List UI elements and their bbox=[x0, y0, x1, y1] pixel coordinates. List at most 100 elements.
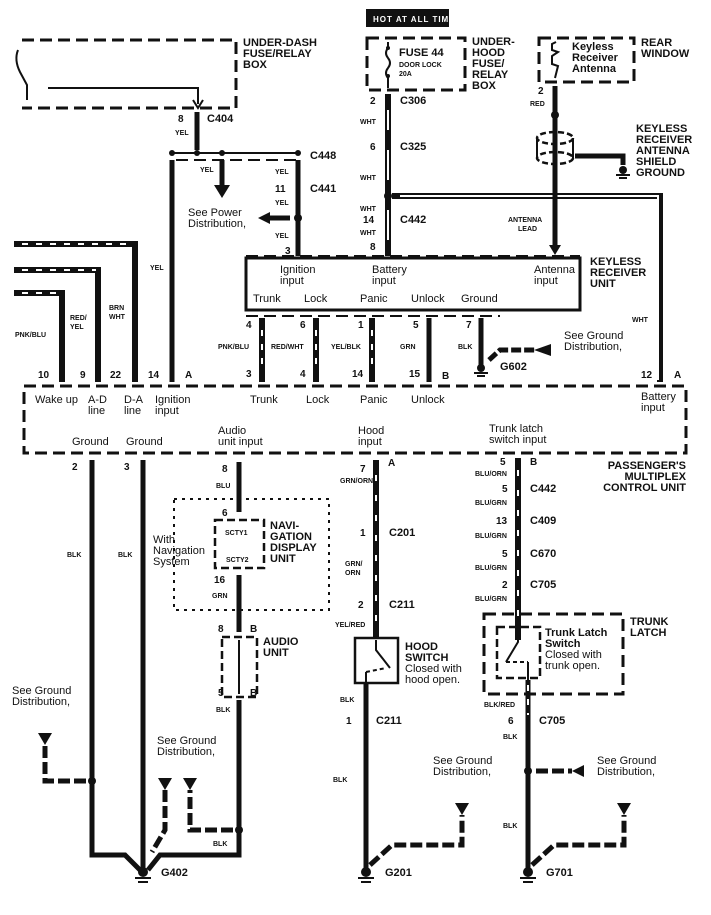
svg-text:BLU/GRN: BLU/GRN bbox=[475, 565, 507, 572]
svg-text:YEL/BLK: YEL/BLK bbox=[331, 344, 361, 351]
hot-banner bbox=[366, 9, 449, 27]
svg-text:RED/YEL: RED/YEL bbox=[70, 315, 87, 331]
svg-text:3: 3 bbox=[246, 369, 252, 380]
svg-text:13: 13 bbox=[496, 516, 508, 527]
trunk-latch-circuit: 5 B BLU/ORN 5 C442 BLU/GRN 13 C409 BLU/G… bbox=[475, 457, 669, 883]
svg-text:8: 8 bbox=[178, 114, 184, 125]
svg-text:PNK/BLU: PNK/BLU bbox=[15, 332, 46, 339]
svg-text:YEL/RED: YEL/RED bbox=[335, 622, 365, 629]
svg-text:GRN/ORN: GRN/ORN bbox=[345, 561, 363, 577]
svg-text:SCTY2: SCTY2 bbox=[226, 557, 249, 564]
svg-text:7: 7 bbox=[466, 320, 472, 331]
c404-connector: 8 C404 YEL bbox=[175, 112, 234, 150]
svg-text:Ground: Ground bbox=[72, 436, 109, 448]
svg-text:2: 2 bbox=[370, 96, 376, 107]
svg-text:9: 9 bbox=[80, 370, 86, 381]
svg-text:11: 11 bbox=[275, 184, 286, 195]
svg-text:5: 5 bbox=[413, 320, 419, 331]
svg-text:B: B bbox=[250, 624, 257, 635]
svg-text:A: A bbox=[388, 458, 395, 469]
svg-text:6: 6 bbox=[508, 716, 514, 727]
svg-text:C211: C211 bbox=[389, 599, 415, 611]
svg-text:C404: C404 bbox=[207, 113, 234, 125]
svg-text:BLU/GRN: BLU/GRN bbox=[475, 500, 507, 507]
svg-text:BLK: BLK bbox=[118, 552, 132, 559]
ground-symbol bbox=[616, 166, 630, 179]
svg-text:DOOR LOCK: DOOR LOCK bbox=[399, 62, 442, 69]
svg-text:BLK: BLK bbox=[458, 344, 472, 351]
svg-text:C441: C441 bbox=[310, 183, 336, 195]
svg-text:Lock: Lock bbox=[304, 293, 328, 305]
svg-text:6: 6 bbox=[300, 320, 306, 331]
svg-text:4: 4 bbox=[300, 369, 306, 380]
svg-text:10: 10 bbox=[38, 370, 50, 381]
svg-text:BLK: BLK bbox=[67, 552, 81, 559]
svg-text:BLU/GRN: BLU/GRN bbox=[475, 533, 507, 540]
svg-text:B: B bbox=[442, 371, 449, 382]
c441-connector: YEL 11 C441 YEL YEL 3 bbox=[258, 160, 336, 257]
svg-text:G701: G701 bbox=[546, 867, 573, 879]
svg-text:LEAD: LEAD bbox=[518, 226, 537, 233]
svg-text:20A: 20A bbox=[399, 71, 412, 78]
svg-text:16: 16 bbox=[214, 575, 226, 586]
c448-splice: C448 bbox=[169, 150, 336, 162]
svg-text:14: 14 bbox=[363, 215, 375, 226]
hood-switch-circuit: 7 A GRN/ORN 1 C201 GRN/ORN 2 C211 YEL/RE… bbox=[333, 458, 492, 883]
svg-text:C409: C409 bbox=[530, 515, 556, 527]
svg-text:C442: C442 bbox=[530, 483, 556, 495]
svg-text:A: A bbox=[185, 370, 192, 381]
svg-text:B: B bbox=[530, 457, 537, 468]
svg-text:C705: C705 bbox=[530, 579, 556, 591]
svg-text:22: 22 bbox=[110, 370, 122, 381]
svg-text:BLK: BLK bbox=[333, 777, 347, 784]
svg-text:G602: G602 bbox=[500, 361, 527, 373]
svg-text:6: 6 bbox=[370, 142, 376, 153]
svg-text:WHT: WHT bbox=[360, 119, 377, 126]
svg-text:2: 2 bbox=[72, 462, 78, 473]
svg-text:6: 6 bbox=[222, 508, 228, 519]
svg-text:RED/WHT: RED/WHT bbox=[271, 344, 304, 351]
svg-text:BLK: BLK bbox=[503, 823, 517, 830]
svg-text:14: 14 bbox=[148, 370, 160, 381]
svg-text:FUSE 44: FUSE 44 bbox=[399, 47, 445, 59]
svg-text:PNK/BLU: PNK/BLU bbox=[218, 344, 249, 351]
svg-text:5: 5 bbox=[500, 457, 506, 468]
svg-text:B: B bbox=[250, 688, 257, 699]
svg-text:Unlock: Unlock bbox=[411, 293, 445, 305]
svg-text:3: 3 bbox=[124, 462, 130, 473]
svg-text:WHT: WHT bbox=[632, 317, 649, 324]
svg-text:C306: C306 bbox=[400, 95, 426, 107]
svg-text:C442: C442 bbox=[400, 214, 426, 226]
svg-text:2: 2 bbox=[502, 580, 508, 591]
g701-ground: G701 bbox=[520, 867, 573, 883]
svg-text:5: 5 bbox=[218, 688, 224, 699]
svg-text:YEL: YEL bbox=[200, 167, 214, 174]
svg-text:BLU: BLU bbox=[216, 483, 230, 490]
